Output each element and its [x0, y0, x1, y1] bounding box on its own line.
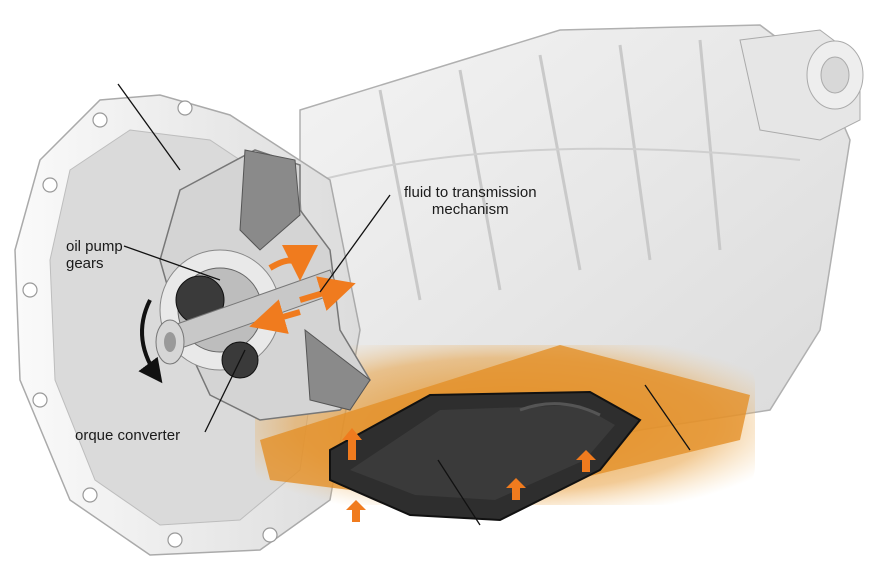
pan-flow-arrows: [342, 428, 596, 522]
fluid-label: fluid to transmission mechanism: [404, 184, 537, 218]
pump-label: oil pump gears: [66, 238, 123, 272]
leader-pump: [123, 245, 221, 281]
leader-converter: [204, 349, 246, 433]
fluid-label-line1: fluid to transmission: [404, 184, 537, 201]
leader-fluid: [319, 194, 391, 293]
flow-arrow-icon: [249, 244, 356, 334]
leader-pan-bottom: [437, 459, 481, 526]
leader-pan-right: [644, 384, 691, 451]
fluid-label-line2: mechanism: [431, 201, 509, 218]
converter-label: orque converter: [75, 427, 181, 444]
pump-label-line1: oil pump: [66, 238, 123, 255]
leader-top: [117, 83, 181, 171]
pump-label-line2: gears: [66, 255, 104, 272]
rotation-arrow-icon: [138, 299, 163, 384]
